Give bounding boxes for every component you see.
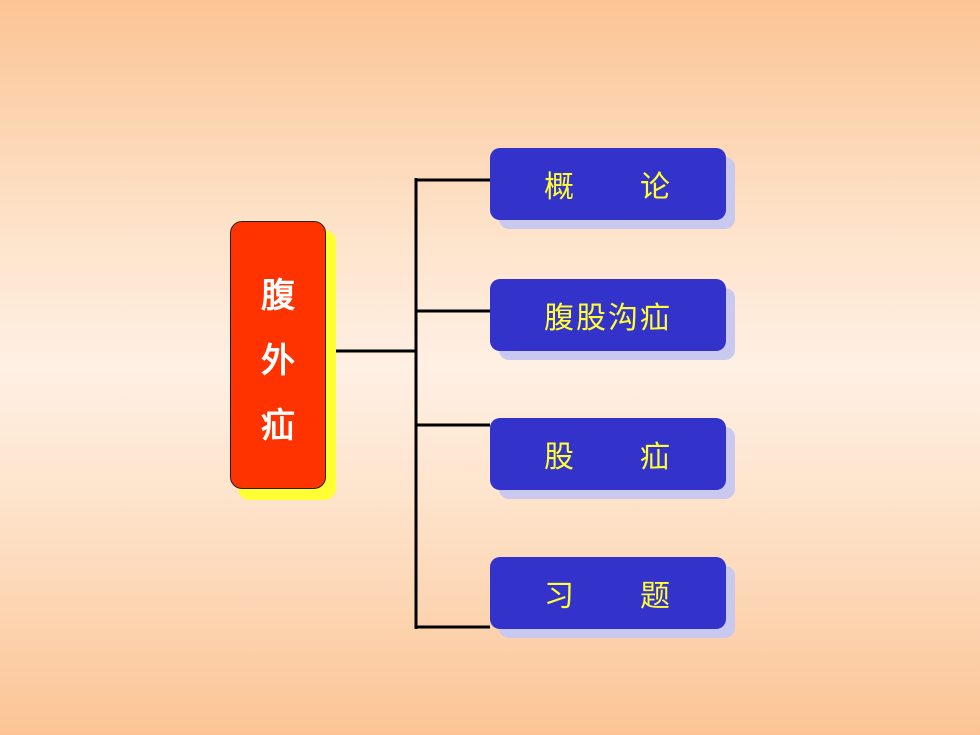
branch-node-inguinal-hernia[interactable]: 腹股沟疝 bbox=[490, 279, 726, 351]
branch-node-overview[interactable]: 概 论 bbox=[490, 148, 726, 220]
root-char-1: 腹 bbox=[261, 276, 295, 316]
branch-node-2-label: 腹股沟疝 bbox=[544, 301, 672, 336]
branch-node-exercises[interactable]: 习 题 bbox=[490, 557, 726, 629]
root-node[interactable]: 腹 外 疝 bbox=[230, 221, 326, 489]
branch-node-4-label: 习 题 bbox=[544, 579, 672, 614]
branch-node-3-label: 股 疝 bbox=[544, 440, 672, 475]
root-char-3: 疝 bbox=[261, 406, 295, 446]
root-char-2: 外 bbox=[261, 341, 295, 381]
branch-node-femoral-hernia[interactable]: 股 疝 bbox=[490, 418, 726, 490]
branch-node-1-label: 概 论 bbox=[544, 170, 672, 205]
